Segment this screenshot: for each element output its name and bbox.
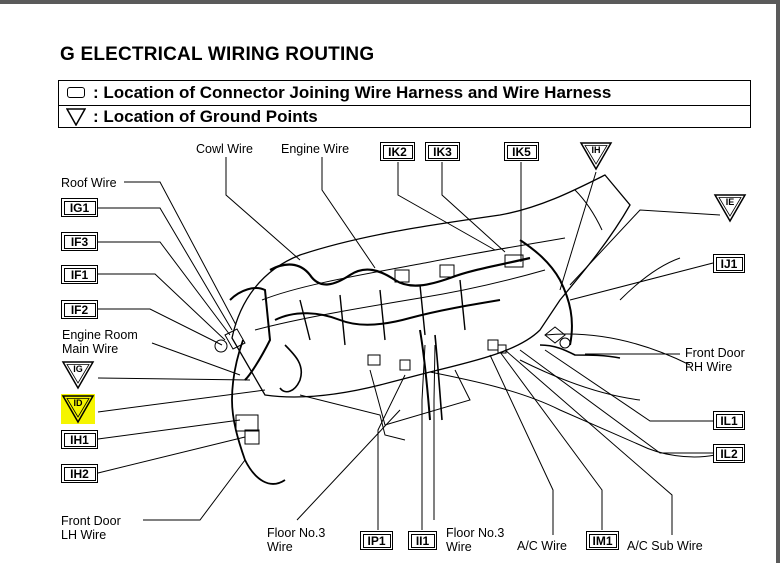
connector-ij1: IJ1	[713, 254, 745, 273]
connector-symbol-icon	[67, 87, 85, 98]
connector-ih1: IH1	[61, 430, 98, 449]
label-engine-room-main-wire-2: Main Wire	[62, 342, 119, 356]
ground-ih: IH	[579, 141, 613, 171]
label-front-door-rh-1: Front Door	[685, 346, 745, 360]
connector-if1: IF1	[61, 265, 98, 284]
ground-triangle-icon	[61, 394, 95, 424]
label-floor-no3-right-2: Wire	[446, 540, 472, 554]
connector-if3: IF3	[61, 232, 98, 251]
connector-ik2: IK2	[380, 142, 415, 161]
ground-ie: IE	[713, 193, 747, 223]
page-title: G ELECTRICAL WIRING ROUTING	[60, 44, 375, 65]
ground-id-highlighted: ID	[61, 394, 95, 424]
legend-row-ground: : Location of Ground Points	[59, 105, 750, 129]
label-ac-wire: A/C Wire	[517, 539, 567, 553]
label-cowl-wire: Cowl Wire	[196, 142, 253, 156]
connector-ii1: II1	[408, 531, 437, 550]
window-border-top	[0, 0, 780, 4]
legend-table: : Location of Connector Joining Wire Har…	[58, 80, 751, 128]
legend-ground-text: : Location of Ground Points	[93, 107, 318, 126]
label-engine-room-main-wire-1: Engine Room	[62, 328, 138, 342]
label-engine-wire: Engine Wire	[281, 142, 350, 156]
label-floor-no3-left-2: Wire	[267, 540, 293, 554]
window-border-right	[776, 0, 780, 563]
connector-ig1: IG1	[61, 198, 98, 217]
connector-im1: IM1	[586, 531, 619, 550]
connector-il2: IL2	[713, 444, 745, 463]
legend-row-connector: : Location of Connector Joining Wire Har…	[59, 81, 750, 106]
ground-triangle-icon	[713, 194, 747, 223]
label-front-door-rh-2: RH Wire	[685, 360, 733, 374]
label-ac-sub-wire: A/C Sub Wire	[627, 539, 703, 553]
legend-connector-text: : Location of Connector Joining Wire Har…	[93, 83, 612, 102]
label-floor-no3-left-1: Floor No.3	[267, 526, 326, 540]
ground-triangle-icon	[579, 142, 613, 171]
ground-ih-label: IH	[591, 145, 601, 155]
ground-triangle-icon	[61, 361, 95, 390]
connector-if2: IF2	[61, 300, 98, 319]
label-front-door-lh-2: LH Wire	[61, 528, 107, 542]
ground-id-label: ID	[73, 398, 83, 408]
connector-il1: IL1	[713, 411, 745, 430]
connector-ik5: IK5	[504, 142, 539, 161]
connector-ik3: IK3	[425, 142, 460, 161]
ground-ie-label: IE	[725, 197, 735, 207]
ground-ig-label: IG	[73, 364, 83, 374]
ground-symbol-icon	[66, 108, 86, 126]
connector-ih2: IH2	[61, 464, 98, 483]
label-floor-no3-right-1: Floor No.3	[446, 526, 505, 540]
label-front-door-lh-1: Front Door	[61, 514, 121, 528]
label-roof-wire: Roof Wire	[61, 176, 117, 190]
ground-ig: IG	[61, 360, 95, 390]
connector-ip1: IP1	[360, 531, 393, 550]
